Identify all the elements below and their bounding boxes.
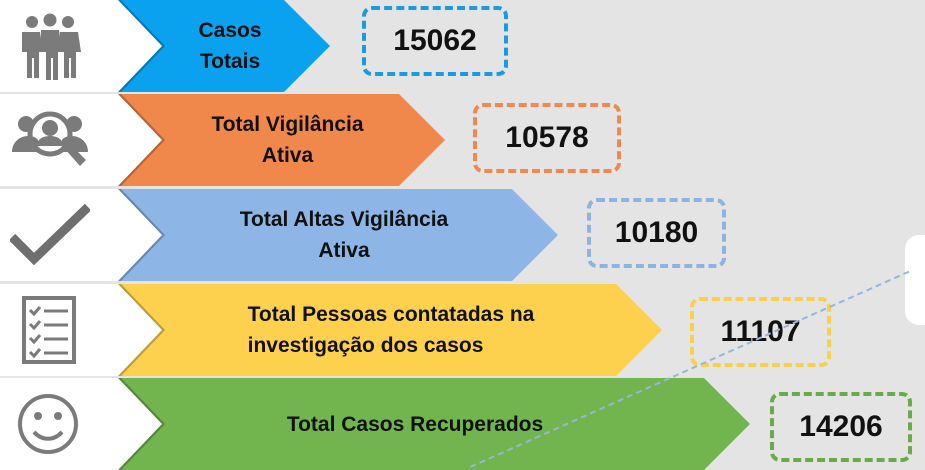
label-line: investigação dos casos bbox=[247, 334, 484, 357]
value-box-vigilancia-ativa: 10578 bbox=[473, 103, 621, 173]
label-arrow-casos-recuperados: Total Casos Recuperados bbox=[110, 378, 750, 470]
value-box-casos-recuperados: 14206 bbox=[770, 392, 912, 462]
value-box-altas-vigilancia: 10180 bbox=[587, 198, 726, 268]
value-box-casos-totais: 15062 bbox=[362, 6, 508, 76]
label-line: Ativa bbox=[261, 144, 314, 167]
label-line: Total Altas Vigilância bbox=[239, 208, 449, 231]
row-casos-recuperados: Total Casos Recuperados bbox=[0, 378, 925, 470]
checkmark-icon bbox=[8, 199, 92, 271]
people-group-icon bbox=[10, 10, 90, 82]
label-line: Total Vigilância bbox=[211, 113, 364, 136]
label-line: Totais bbox=[199, 50, 261, 73]
label-line: Ativa bbox=[318, 239, 370, 262]
smiley-face-icon bbox=[10, 388, 90, 460]
row-pessoas-contatadas: Total Pessoas contatadas na investigação … bbox=[0, 284, 925, 376]
label-line: Total Pessoas contatadas na bbox=[247, 303, 535, 326]
checklist-icon bbox=[10, 294, 90, 366]
person-search-icon bbox=[10, 104, 90, 176]
label-arrow-pessoas-contatadas: Total Pessoas contatadas na investigação … bbox=[110, 284, 662, 376]
label-line: Total Casos Recuperados bbox=[286, 412, 544, 436]
value-box-pessoas-contatadas: 11107 bbox=[690, 297, 831, 367]
label-line: Casos bbox=[198, 19, 262, 42]
decorative-shape bbox=[905, 235, 925, 325]
